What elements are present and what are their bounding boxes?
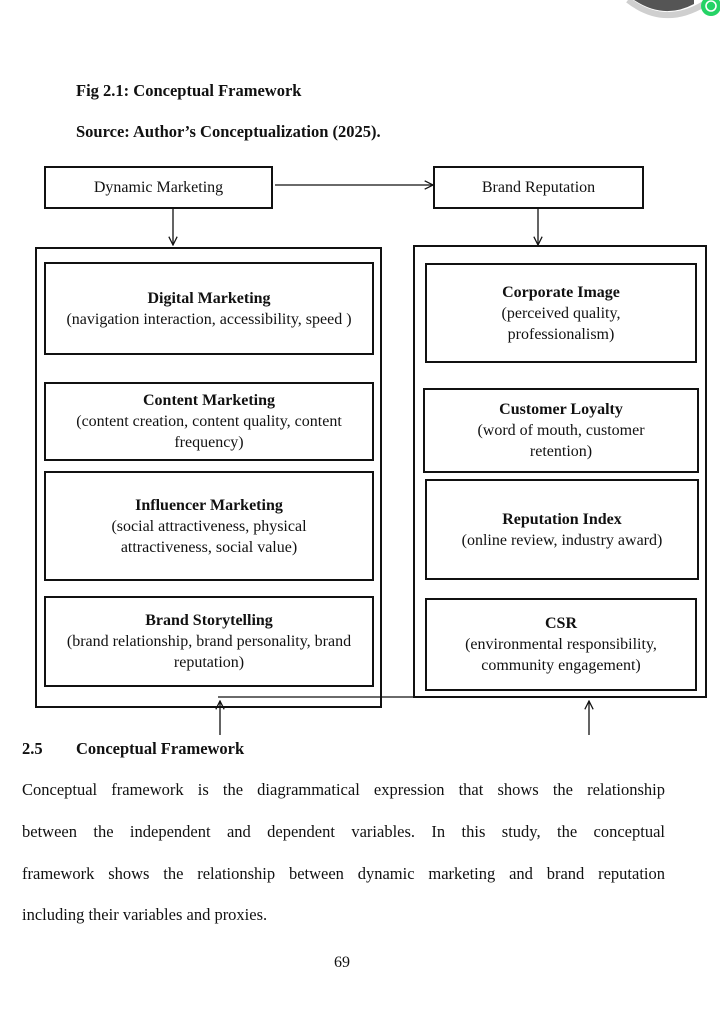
customer-loyalty-box: Customer Loyalty (word of mouth, custome… (423, 388, 699, 473)
item-desc: (perceived quality, professionalism) (501, 304, 621, 343)
paragraph-line-4: including their variables and proxies. (22, 905, 268, 924)
dynamic-marketing-box: Dynamic Marketing (44, 166, 273, 209)
item-title: Content Marketing (143, 392, 275, 409)
paragraph-line-1: Conceptual framework is the diagrammatic… (22, 780, 665, 799)
figure-caption: Fig 2.1: Conceptual Framework (76, 81, 302, 100)
figure-source: Source: Author’s Conceptualization (2025… (76, 122, 381, 141)
item-desc: (environmental responsibility, community… (465, 636, 657, 674)
item-desc: (navigation interaction, accessibility, … (66, 310, 352, 328)
item-title: Customer Loyalty (499, 401, 623, 418)
dependent-variables-frame (413, 245, 707, 698)
brand-reputation-label: Brand Reputation (481, 179, 596, 196)
item-desc: (brand relationship, brand personality, … (66, 633, 352, 671)
reputation-index-box: Reputation Index (online review, industr… (425, 479, 699, 580)
influencer-marketing-box: Influencer Marketing (social attractiven… (44, 471, 374, 581)
item-desc: (content creation, content quality, cont… (76, 413, 342, 451)
page-number: 69 (334, 954, 350, 971)
dynamic-marketing-label: Dynamic Marketing (93, 179, 224, 196)
item-title: Corporate Image (502, 283, 620, 301)
item-title: Brand Storytelling (145, 612, 273, 629)
section-number: 2.5 (22, 739, 43, 758)
digital-marketing-box: Digital Marketing (navigation interactio… (44, 262, 374, 355)
paragraph-line-3: framework shows the relationship between… (22, 864, 665, 883)
item-desc: (online review, industry award) (461, 531, 663, 549)
item-title: Reputation Index (502, 510, 622, 528)
corner-avatar-badge[interactable] (624, 0, 720, 20)
brand-reputation-box: Brand Reputation (433, 166, 644, 209)
content-marketing-box: Content Marketing (content creation, con… (44, 382, 374, 461)
paragraph-line-2: between the independent and dependent va… (22, 822, 665, 841)
item-desc: (social attractiveness, physical attract… (111, 517, 307, 556)
corporate-image-box: Corporate Image (perceived quality, prof… (425, 263, 697, 363)
brand-storytelling-box: Brand Storytelling (brand relationship, … (44, 596, 374, 687)
item-title: Influencer Marketing (135, 496, 283, 514)
item-title: CSR (544, 615, 577, 632)
item-desc: (word of mouth, customer retention) (477, 422, 645, 460)
independent-variables-frame (35, 247, 382, 708)
whatsapp-icon (701, 0, 720, 16)
item-title: Digital Marketing (147, 289, 271, 307)
csr-box: CSR (environmental responsibility, commu… (425, 598, 697, 691)
section-title: Conceptual Framework (76, 739, 245, 758)
